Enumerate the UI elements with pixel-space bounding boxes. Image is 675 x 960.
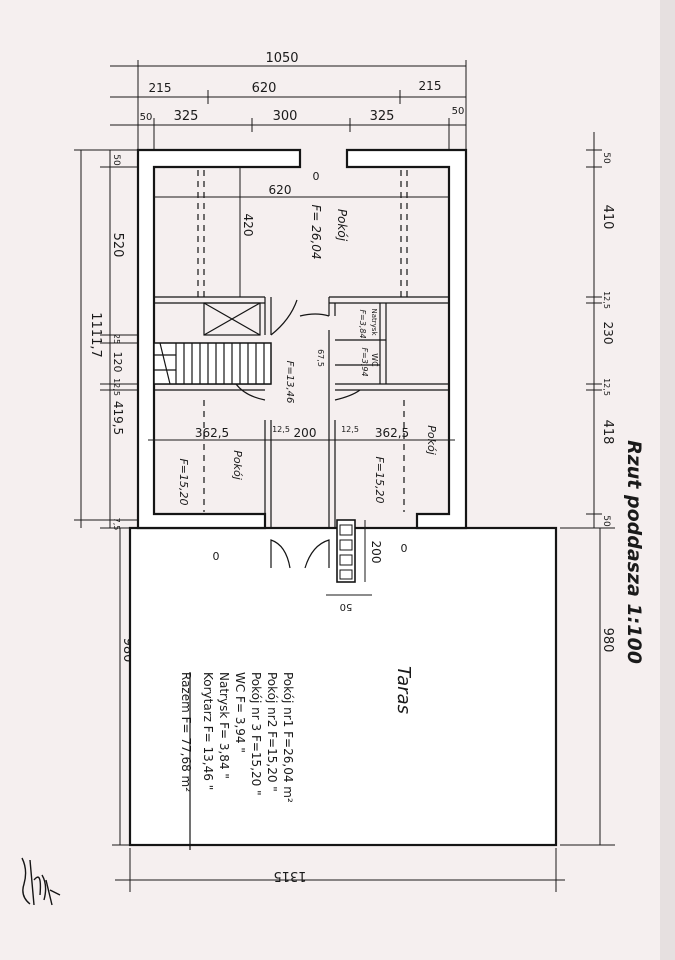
- corridor-dim-w: 200: [294, 426, 317, 440]
- room-labels: 620 420 Pokój F= 26,04 Natrysk F=3,84 WC…: [148, 183, 455, 506]
- dimension-bottom: 1315: [115, 848, 565, 892]
- legend-line-5: Natrysk F= 3,84 ": [217, 672, 231, 779]
- natrysk-label: Natrysk: [370, 309, 378, 337]
- paper-shadow: [660, 0, 675, 960]
- staircase: [153, 342, 272, 385]
- dimension-left: 1111,7 50 520 25 120 12,5 419,5 7,5 980: [74, 149, 140, 846]
- room2-area: F=15,20: [177, 458, 190, 505]
- area-legend: Pokój nr1 F=26,04 m² Pokój nr2 F=15,20 "…: [179, 672, 295, 850]
- dim-row3-c: 300: [273, 109, 298, 124]
- dim-left-125: 12,5: [112, 378, 121, 396]
- legend-line-2: Pokój nr2 F=15,20 ": [265, 672, 279, 792]
- signature-icon: [21, 857, 61, 906]
- dim-row3-d: 325: [370, 109, 395, 124]
- dim-left-75: 7,5: [112, 518, 121, 531]
- room2-name: Pokój: [231, 450, 244, 480]
- corridor-dim-a: 12,5: [272, 425, 290, 434]
- dim-top-right: 215: [419, 79, 442, 93]
- chimney-dim-h: 200: [369, 541, 383, 564]
- dim-row3-b: 325: [174, 109, 199, 124]
- dim-top-left: 215: [149, 81, 172, 95]
- dim-right-125b: 12,5: [602, 378, 611, 396]
- drawing-title: Rzut poddasza 1:100: [623, 440, 645, 664]
- dim-right-230: 230: [601, 322, 615, 345]
- level-markers: 0 0 0: [213, 170, 408, 563]
- dim-right-50b: 50: [601, 515, 611, 527]
- legend-line-3: Pokój nr 3 F=15,20 ": [249, 672, 263, 796]
- room3-name: Pokój: [425, 425, 438, 455]
- wc-area: F=3,94: [360, 347, 369, 376]
- legend-line-1: Pokój nr1 F=26,04 m²: [281, 672, 295, 803]
- dim-top-total: 1050: [265, 51, 298, 66]
- room1-name: Pokój: [335, 209, 349, 242]
- corridor-dim-b: 12,5: [341, 425, 359, 434]
- corridor-dim-c: 67,5: [316, 349, 325, 367]
- door-swings: [235, 299, 361, 569]
- dim-left-520: 520: [110, 233, 125, 258]
- corridor-area: F=13,46: [284, 361, 295, 404]
- dim-row3-a: 50: [140, 112, 153, 123]
- legend-line-4: WC F= 3,94 ": [233, 672, 247, 753]
- stair-void: [203, 302, 261, 336]
- natrysk-area: F=3,84: [358, 309, 367, 338]
- marker-left: 0: [213, 550, 220, 563]
- dim-right-125a: 12,5: [602, 291, 611, 309]
- room1-dim-w: 620: [269, 183, 292, 197]
- dim-left-50: 50: [111, 154, 121, 166]
- dim-right-50a: 50: [601, 152, 611, 164]
- dimension-right: 50 410 12,5 230 12,5 418 50 980: [560, 132, 615, 846]
- dim-bottom-total: 1315: [273, 868, 306, 883]
- dim-row3-e: 50: [452, 106, 465, 117]
- dim-left-4195: 419,5: [111, 401, 125, 435]
- room3-dim: 362,5: [375, 426, 409, 440]
- room1-dim-h: 420: [241, 214, 255, 237]
- dim-left-25: 25: [112, 334, 121, 344]
- legend-line-6: Korytarz F= 13,46 ": [201, 672, 215, 790]
- chimney: 200 50: [326, 519, 383, 612]
- wc-name: WC: [370, 353, 379, 367]
- outer-wall-right: [345, 148, 468, 530]
- dim-top-mid: 620: [252, 81, 277, 96]
- marker-top: 0: [313, 170, 320, 183]
- dim-right-410: 410: [600, 205, 615, 230]
- dimension-top: 1050 215 620 215 50 325 300 325 50: [110, 51, 467, 150]
- dim-right-418: 418: [600, 420, 615, 445]
- room3-area: F=15,20: [373, 456, 386, 503]
- outer-wall: [136, 148, 302, 530]
- terrace-name: Taras: [393, 666, 414, 714]
- room2-dim: 362,5: [195, 426, 229, 440]
- dim-left-120: 120: [111, 352, 124, 373]
- dim-right-980: 980: [600, 628, 615, 653]
- marker-right: 0: [401, 542, 408, 555]
- legend-total: Razem F= 77,68 m²: [179, 672, 193, 792]
- dim-left-total: 1111,7: [88, 312, 103, 358]
- chimney-dim-w: 50: [340, 601, 353, 612]
- room1-area: F= 26,04: [309, 204, 323, 259]
- roof-lines: [154, 167, 449, 512]
